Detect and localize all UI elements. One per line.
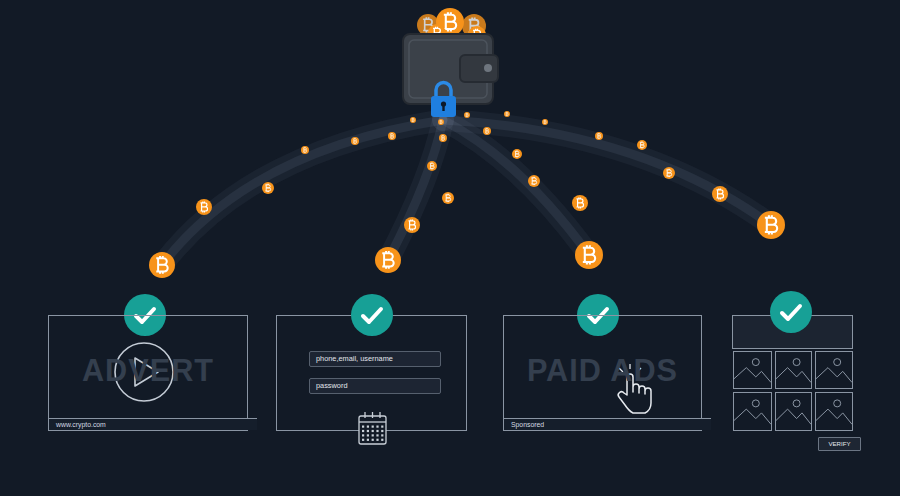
calendar-dots (362, 426, 383, 441)
image-tile (816, 393, 853, 431)
input-field: password (309, 378, 441, 394)
image-sun (793, 359, 800, 366)
calendar-dot (376, 434, 378, 436)
image-sun (752, 400, 759, 407)
calendar-dot (376, 426, 378, 428)
footer-text: Sponsored (504, 419, 711, 430)
footer-text: www.crypto.com (49, 419, 257, 430)
bitcoin-coin (438, 119, 444, 125)
coin-group (149, 111, 785, 278)
watermark-text: ADVERT (49, 353, 247, 388)
calendar-dot (381, 434, 383, 436)
check-mark (782, 306, 800, 319)
coin-trail (162, 120, 771, 265)
bitcoin-coin (427, 161, 437, 171)
bitcoin-coin (388, 132, 396, 140)
bitcoin-coin (149, 252, 175, 278)
image-mountain (776, 368, 811, 383)
bitcoin-coin (637, 140, 647, 150)
calendar-dot (381, 430, 383, 432)
calendar-dot (362, 434, 364, 436)
label-text: phone,email, username (310, 352, 440, 366)
calendar-dot (362, 426, 364, 428)
image-mountain (734, 409, 771, 424)
image-tile (734, 352, 772, 389)
bitcoin-coin (575, 241, 603, 269)
bitcoin-coin (542, 119, 548, 125)
bitcoin-coin (301, 146, 309, 154)
advert-panel: ADVERTwww.crypto.com (48, 315, 248, 431)
image-tile (734, 393, 772, 431)
image-sun (793, 400, 800, 407)
image-mountain (816, 368, 852, 383)
label-text: VERIFY (819, 438, 860, 450)
coin-trail (388, 120, 443, 260)
image-tile (776, 393, 812, 431)
bitcoin-coin (663, 167, 675, 179)
calendar-dot (367, 434, 369, 436)
calendar-dot (376, 439, 378, 441)
calendar-dot (367, 426, 369, 428)
calendar-dot (372, 430, 374, 432)
bitcoin-coin (442, 192, 454, 204)
captcha-grid (734, 352, 853, 431)
image-mountain (776, 409, 811, 424)
url-bar: www.crypto.com (49, 418, 257, 430)
bitcoin-coin (351, 137, 359, 145)
bitcoin-coin (572, 195, 588, 211)
check-badge (770, 291, 812, 333)
image-sun (752, 359, 759, 366)
bitcoin-coin (439, 134, 447, 142)
verify-button: VERIFY (818, 437, 861, 451)
coin-trail (443, 120, 771, 225)
sponsored-bar: Sponsored (504, 418, 711, 430)
input-field: phone,email, username (309, 351, 441, 367)
calendar-dot (372, 426, 374, 428)
calendar-icon (359, 412, 386, 444)
padlock-icon (431, 83, 456, 117)
image-mountain (734, 368, 771, 383)
bitcoin-coin (404, 217, 420, 233)
calendar-dot (362, 430, 364, 432)
bitcoin-coin (262, 182, 274, 194)
calendar-dot (381, 439, 383, 441)
coin-trail (443, 120, 771, 225)
calendar-dot (367, 439, 369, 441)
bitcoin-coin (504, 111, 510, 117)
watermark-text: PAID ADS (504, 353, 701, 388)
calendar-dot (372, 439, 374, 441)
calendar-dot (376, 430, 378, 432)
image-tile (816, 352, 853, 389)
bitcoin-coin (375, 247, 401, 273)
label-text: password (310, 379, 440, 393)
check-badge (351, 294, 393, 336)
check-mark (363, 309, 381, 322)
calendar-dot (372, 434, 374, 436)
bitcoin-coin (512, 149, 522, 159)
bitcoin-coin (595, 132, 603, 140)
calendar-dot (362, 439, 364, 441)
bitcoin-coin (483, 127, 491, 135)
bitcoin-coin (712, 186, 728, 202)
paid-ads-panel: PAID ADSSponsored (503, 315, 702, 431)
check-badges (124, 291, 812, 336)
bitcoin-coin (528, 175, 540, 187)
bitcoin-coin (464, 112, 470, 118)
bitcoin-coin (757, 211, 785, 239)
image-sun (834, 359, 841, 366)
coin-trail (162, 120, 443, 265)
image-tile (776, 352, 812, 389)
calendar-dot (381, 426, 383, 428)
coin-trail (162, 120, 443, 265)
calendar-dot (367, 430, 369, 432)
bitcoin-coin (410, 117, 416, 123)
bitcoin-coin (196, 199, 212, 215)
image-sun (834, 400, 841, 407)
wallet-icon (403, 34, 498, 104)
image-mountain (816, 409, 852, 424)
coin-trail (388, 120, 443, 260)
